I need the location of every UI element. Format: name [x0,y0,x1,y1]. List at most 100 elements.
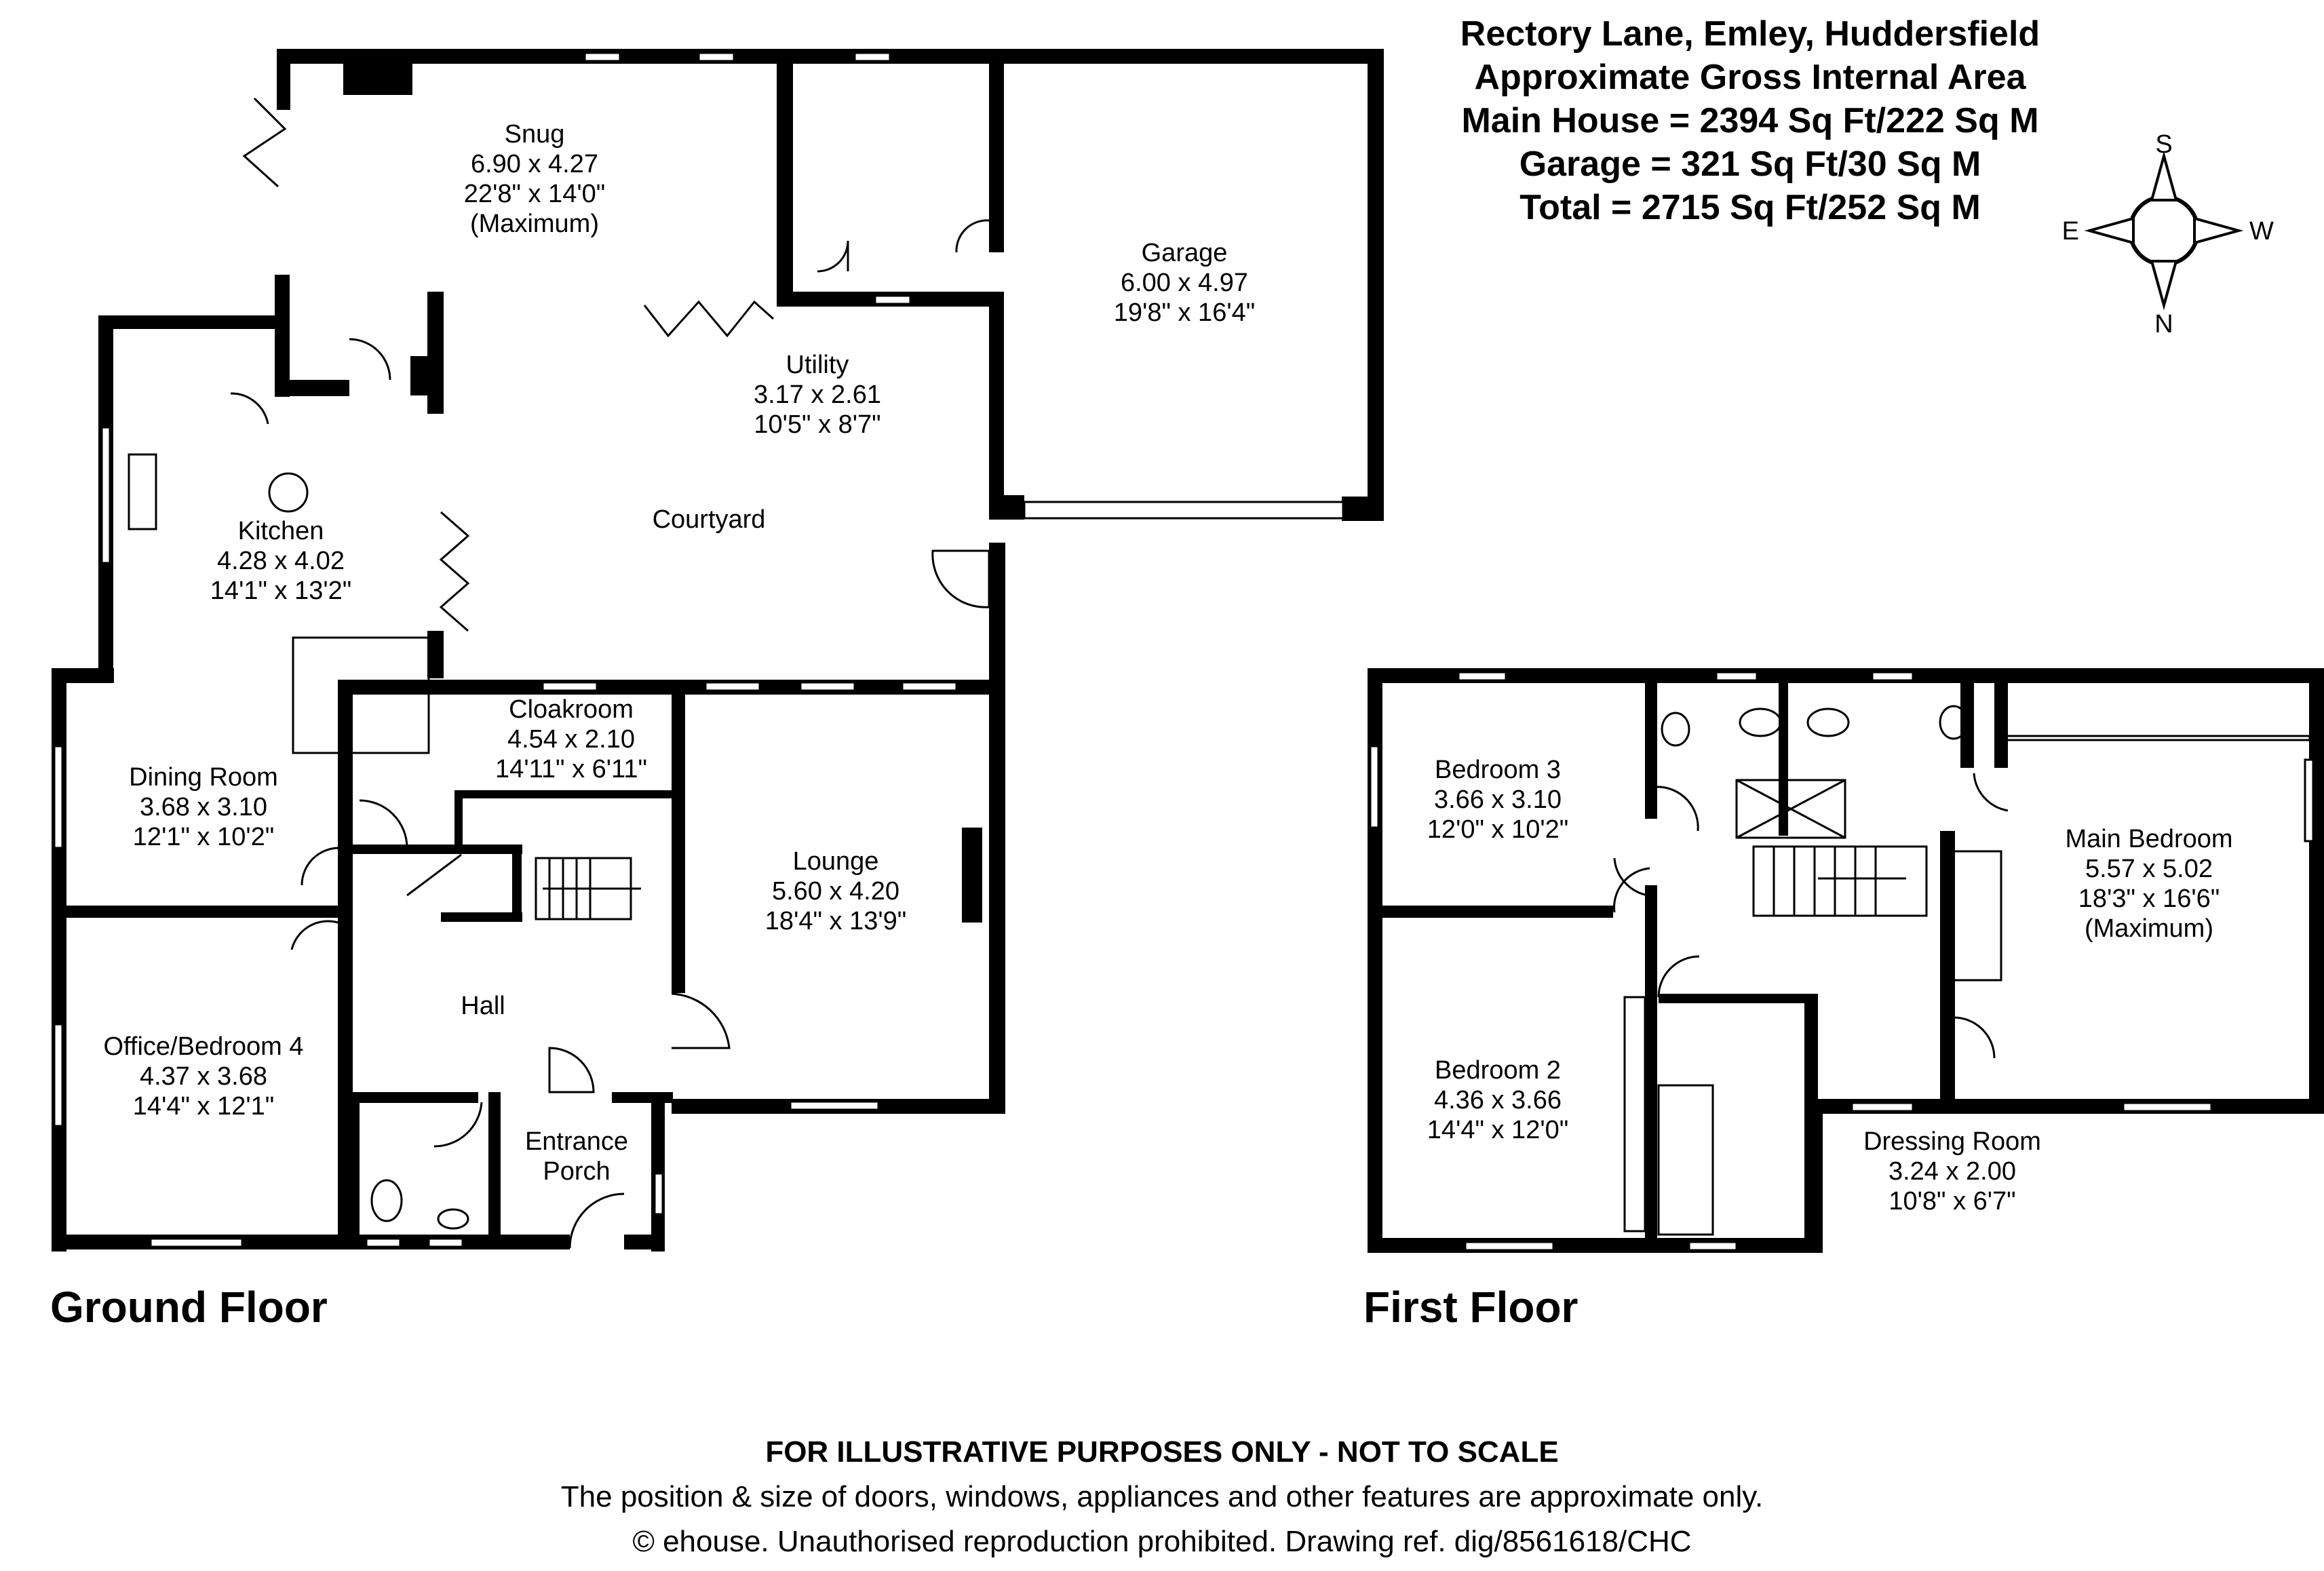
room-label-bedroom2-name: Bedroom 2 [1435,1056,1561,1085]
door [406,853,462,897]
room-label-dressing-line-1: 3.24 x 2.00 [1889,1157,2016,1186]
shower-icon [1736,779,1846,839]
wall [343,62,412,95]
room-label-snug-name: Snug [505,120,565,149]
compass-west-label: W [2249,217,2274,246]
door [931,549,990,608]
window [1715,671,1758,682]
wall [989,49,1382,64]
room-label-utility-name: Utility [786,351,849,379]
room-label-dining-line-2: 12'1" x 10'2" [133,823,274,851]
room-label-garage-line-1: 6.00 x 4.97 [1121,269,1248,297]
window [427,1237,464,1248]
window [365,1237,402,1248]
wall [488,1092,501,1248]
wall [989,680,1005,1114]
room-label-snug-line-3: (Maximum) [470,210,599,238]
wall [349,1092,478,1103]
room-label-office-line-1: 4.37 x 3.68 [140,1062,267,1091]
toilet-icon [1806,707,1850,737]
bifold-door [242,97,287,188]
wall [2309,668,2324,1114]
room-label-main-bed-line-3: (Maximum) [2085,914,2213,943]
wall [277,49,1077,64]
room-label-dressing-name: Dressing Room [1863,1127,2041,1156]
first-floor-plan [1368,668,2324,1253]
wall [346,1102,360,1248]
room-label-cloakroom-name: Cloakroom [509,695,634,724]
wall [962,828,982,923]
window [1464,1241,1555,1252]
wall [427,292,444,414]
compass-rose: S N E W [2062,130,2274,338]
window [1871,671,1914,682]
door [359,799,408,849]
wall [1804,994,1818,1252]
wall [353,845,522,854]
wall [1368,49,1384,521]
door [1973,773,2009,812]
door [230,392,269,425]
room-label-garage-name: Garage [1142,239,1228,267]
window [149,1237,244,1248]
copyright-text: © ehouse. Unauthorised reproduction proh… [632,1525,1692,1558]
room-label-snug-line-1: 6.90 x 4.27 [471,150,598,178]
basin-icon [1661,712,1690,747]
window [704,681,761,692]
window [1688,1241,1738,1252]
room-label-kitchen-line-1: 4.28 x 4.02 [217,547,345,575]
wall [488,1235,570,1249]
wall [441,912,522,922]
door [955,219,990,253]
door [290,920,338,950]
room-label-dressing-line-2: 10'8" x 6'7" [1889,1187,2015,1216]
door [301,847,340,886]
wardrobe [1945,850,2002,982]
window [901,681,958,692]
window [100,426,111,564]
room-label-dining-line-1: 3.68 x 3.10 [140,793,267,821]
wall [1382,906,1613,918]
wall [1659,994,1815,1003]
room-label-bedroom2-line-2: 14'4" x 12'0" [1427,1116,1568,1144]
kitchen-unit [292,636,430,754]
door [1657,955,1700,998]
window [789,1100,880,1111]
door [568,1192,625,1249]
window [874,294,912,305]
room-label-courtyard-name: Courtyard [653,505,766,534]
room-label-office-line-2: 14'4" x 12'1" [133,1092,274,1121]
compass-east-label: E [2062,217,2079,246]
wall [454,790,672,798]
room-label-bedroom2-line-1: 4.36 x 3.66 [1434,1086,1562,1114]
wall [275,380,349,396]
room-label-kitchen-line-2: 14'1" x 13'2" [210,577,351,605]
wardrobe [1623,996,1646,1233]
door [817,240,849,273]
wall [1368,668,2324,683]
wall [277,49,290,110]
room-label-bedroom3-name: Bedroom 3 [1435,756,1561,784]
room-label-kitchen-name: Kitchen [238,517,324,545]
room-label-main-bed-line-1: 5.57 x 5.02 [2085,855,2213,883]
first-floor-label: First Floor [1363,1283,1579,1332]
room-label-lounge-line-1: 5.60 x 4.20 [772,877,899,906]
wardrobe [1657,1084,1714,1236]
ground-floor-plan [52,49,1384,1252]
room-label-bedroom3-line-1: 3.66 x 3.10 [1434,786,1562,814]
wall [989,292,1004,502]
window [2304,758,2315,842]
window [583,52,621,62]
door [349,338,391,381]
room-label-snug-line-2: 22'8" x 14'0" [464,180,605,208]
window [1369,745,1380,829]
bifold-door [643,300,774,338]
toilet-icon [370,1179,403,1222]
total-area: Total = 2715 Sq Ft/252 Sq M [1519,188,1981,227]
basin-icon [437,1208,469,1230]
room-label-main-bed-name: Main Bedroom [2065,825,2232,853]
wall [1645,683,1657,819]
wall [777,49,793,300]
ground-floor-label: Ground Floor [50,1283,328,1332]
wall [512,845,522,919]
